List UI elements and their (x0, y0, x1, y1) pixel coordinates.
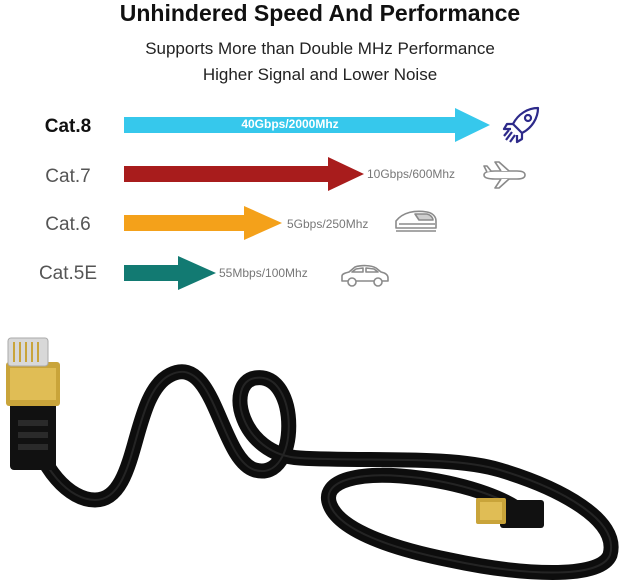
cat5e-label: Cat.5E (38, 263, 98, 284)
cat7-speed-text: 10Gbps/600Mhz (367, 167, 456, 181)
cat8-speed-arrow (124, 108, 490, 142)
subtitle-line-2: Higher Signal and Lower Noise (202, 65, 438, 84)
rocket-icon (502, 106, 540, 144)
cat8-label: Cat.8 (44, 116, 92, 137)
cat6-speed-text: 5Gbps/250Mhz (287, 217, 369, 231)
cat6-label: Cat.6 (45, 214, 91, 235)
car-icon (341, 264, 389, 287)
cat8-speed-text: 40Gbps/2000Mhz (241, 117, 339, 131)
airplane-icon (483, 161, 526, 189)
cat7-speed-arrow (124, 157, 364, 191)
cat7-label: Cat.7 (45, 166, 91, 187)
page-title: Unhindered Speed And Performance (119, 0, 521, 26)
cat6-speed-arrow (124, 206, 282, 240)
train-icon (395, 210, 437, 232)
cat5e-speed-text: 55Mbps/100Mhz (219, 266, 308, 280)
subtitle-line-1: Supports More than Double MHz Performanc… (145, 39, 495, 58)
cat5e-speed-arrow (124, 256, 216, 290)
ethernet-cable-illustration (6, 337, 619, 580)
